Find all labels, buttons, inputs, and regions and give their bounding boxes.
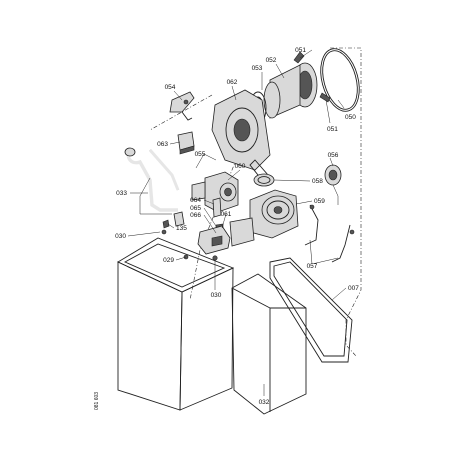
component-063 bbox=[177, 131, 195, 155]
screw-030-right bbox=[212, 255, 218, 261]
label-050: 050 bbox=[345, 114, 356, 121]
label-052: 052 bbox=[266, 57, 277, 64]
bracket-054 bbox=[169, 91, 195, 121]
leader-lines bbox=[127, 49, 347, 396]
reference-frame-line bbox=[330, 47, 362, 357]
label-054: 054 bbox=[165, 84, 176, 91]
label-032: 032 bbox=[259, 399, 270, 406]
sensor-056 bbox=[324, 164, 342, 205]
label-030-left: 030 bbox=[115, 233, 126, 240]
label-135: 135 bbox=[176, 225, 187, 232]
label-051-bottom: 051 bbox=[327, 126, 338, 133]
label-059: 059 bbox=[314, 198, 325, 205]
label-058: 058 bbox=[312, 178, 323, 185]
label-056: 056 bbox=[328, 152, 339, 159]
controller-061 bbox=[197, 225, 231, 255]
label-063: 063 bbox=[157, 141, 168, 148]
label-064: 064 bbox=[190, 197, 201, 204]
panel-gasket-007 bbox=[269, 257, 353, 363]
label-062: 062 bbox=[227, 79, 238, 86]
label-030-right: 030 bbox=[211, 292, 222, 299]
label-061: 061 bbox=[221, 211, 232, 218]
gas-pipe-033 bbox=[124, 147, 185, 227]
label-065: 065 bbox=[190, 205, 201, 212]
gas-valve-assembly bbox=[191, 171, 239, 237]
ring-gasket-050 bbox=[320, 48, 360, 112]
front-panel-032 bbox=[231, 273, 307, 415]
label-029: 029 bbox=[163, 257, 174, 264]
label-051-top: 051 bbox=[295, 47, 306, 54]
label-057: 057 bbox=[307, 263, 318, 270]
part-labels: 051 052 053 050 051 054 062 063 055 056 … bbox=[115, 47, 359, 406]
drawing-reference-number: 081 603 bbox=[94, 392, 100, 410]
reference-frame-line-left bbox=[149, 94, 213, 131]
label-033: 033 bbox=[116, 190, 127, 197]
connector-135 bbox=[162, 219, 170, 229]
blower-059 bbox=[229, 189, 299, 247]
electrode-lead-057 bbox=[304, 204, 355, 263]
label-007: 007 bbox=[348, 285, 359, 292]
label-060: 060 bbox=[235, 163, 246, 170]
casing-body bbox=[117, 237, 235, 411]
label-053: 053 bbox=[252, 65, 263, 72]
reference-line-center bbox=[189, 149, 241, 301]
ring-058 bbox=[253, 173, 275, 187]
label-066: 066 bbox=[190, 212, 201, 219]
screw-030-left bbox=[161, 229, 167, 235]
label-055: 055 bbox=[195, 151, 206, 158]
burner-housing-062 bbox=[211, 89, 271, 181]
